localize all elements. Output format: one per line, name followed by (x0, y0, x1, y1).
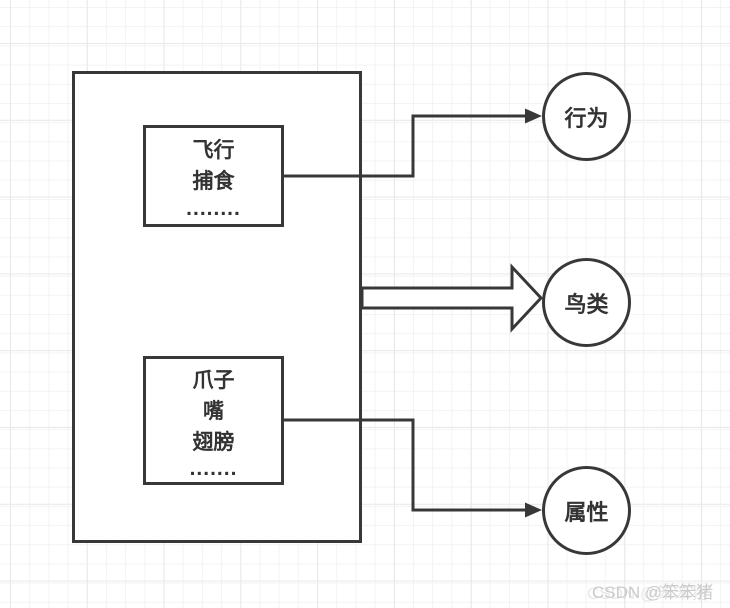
behaviors-box: 飞行 捕食 ........ (143, 125, 284, 227)
node-attribute-label: 属性 (564, 499, 609, 525)
arrowhead-icon (525, 502, 542, 518)
attribute-item: 爪子 (192, 369, 235, 392)
bird-hollow-arrow (360, 263, 544, 333)
attributes-box: 爪子 嘴 翅膀 ....... (143, 356, 284, 485)
csdn-watermark: CSDN @笨笨猪 (592, 583, 714, 602)
behavior-item: 飞行 (192, 139, 235, 162)
attribute-item: 翅膀 (192, 431, 235, 454)
arrowhead-icon (525, 108, 542, 124)
node-attribute: 属性 (542, 466, 631, 555)
behavior-item: 捕食 (192, 170, 235, 193)
node-behavior: 行为 (542, 72, 631, 161)
attribute-item: 嘴 (203, 400, 224, 423)
node-bird-label: 鸟类 (564, 291, 609, 317)
behaviors-ellipsis: ........ (186, 197, 241, 220)
node-behavior-label: 行为 (564, 105, 609, 131)
node-bird: 鸟类 (542, 258, 631, 347)
attributes-ellipsis: ....... (189, 457, 238, 480)
